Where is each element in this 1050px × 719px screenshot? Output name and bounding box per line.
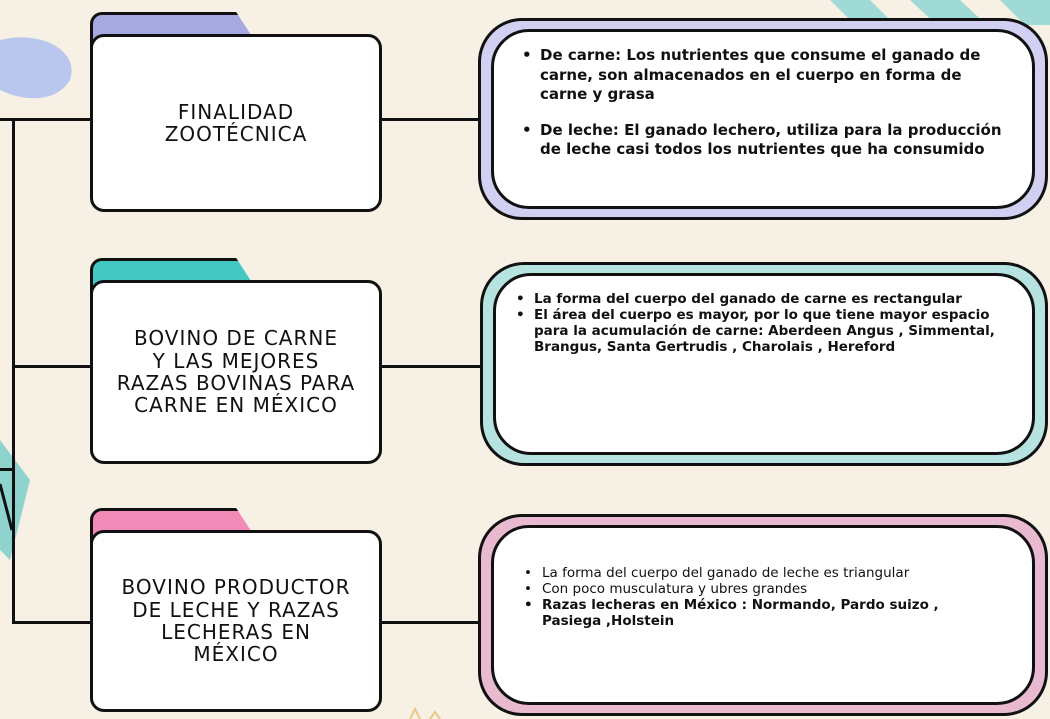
- bullet-item: La forma del cuerpo del ganado de carne …: [512, 291, 1012, 308]
- connector-trunk-to-folder-2: [12, 365, 92, 368]
- bullet-item: El área del cuerpo es mayor, por lo que …: [512, 307, 1012, 356]
- bullet-list: De carne: Los nutrientes que consume el …: [518, 46, 1008, 176]
- decorative-blue-leaf-top-left: [0, 37, 72, 99]
- bullet-item: La forma del cuerpo del ganado de leche …: [520, 565, 1002, 582]
- folder-label-line: MÉXiCO: [193, 642, 279, 667]
- folder-finalidad-zootecnica: FiNALiDAD ZOOTÉCNiCA: [90, 12, 382, 212]
- folder-label-line: DE LECHE Y RAZAS: [132, 597, 340, 622]
- folder-bovino-productor-de-leche: BOViNO PRODUCTOR DE LECHE Y RAZAS LECHER…: [90, 508, 382, 712]
- decorative-cut-off-letter: [0, 483, 14, 531]
- folder-label-line: RAZAS BOViNAS PARA: [116, 371, 356, 395]
- connector-root-stub: [0, 468, 14, 471]
- decorative-sparkle-bottom: [409, 706, 441, 719]
- bullet-list: La forma del cuerpo del ganado de carne …: [512, 291, 1012, 356]
- info-box-inner: La forma del cuerpo del ganado de carne …: [493, 273, 1035, 455]
- folder-label-line: BOViNO DE CARNE: [134, 326, 338, 351]
- folder-body: BOViNO DE CARNE Y LAS MEJORES RAZAS BOVi…: [90, 280, 382, 464]
- info-box-bovino-carne: La forma del cuerpo del ganado de carne …: [480, 262, 1048, 466]
- folder-label-line: BOViNO PRODUCTOR: [121, 575, 351, 600]
- connector-folder-3-to-box-3: [382, 621, 480, 624]
- connector-trunk-to-folder-3: [12, 621, 92, 624]
- bullet-list: La forma del cuerpo del ganado de leche …: [520, 565, 1002, 630]
- connector-folder-1-to-box-1: [382, 118, 480, 121]
- connector-folder-2-to-box-2: [382, 365, 480, 368]
- info-box-inner: La forma del cuerpo del ganado de leche …: [491, 525, 1035, 705]
- bullet-item: Razas lecheras en México : Normando, Par…: [520, 597, 1002, 630]
- folder-label-line: FiNALiDAD: [177, 99, 295, 124]
- info-box-finalidad: De carne: Los nutrientes que consume el …: [478, 18, 1048, 220]
- info-box-inner: De carne: Los nutrientes que consume el …: [491, 29, 1035, 209]
- folder-label: BOViNO DE CARNE Y LAS MEJORES RAZAS BOVi…: [117, 327, 355, 417]
- folder-body: FiNALiDAD ZOOTÉCNiCA: [90, 34, 382, 212]
- bullet-item: De leche: El ganado lechero, utiliza par…: [518, 121, 1008, 160]
- info-box-bovino-leche: La forma del cuerpo del ganado de leche …: [478, 514, 1048, 716]
- folder-bovino-de-carne: BOViNO DE CARNE Y LAS MEJORES RAZAS BOVi…: [90, 258, 382, 464]
- folder-label-line: ZOOTÉCNiCA: [164, 122, 308, 146]
- folder-body: BOViNO PRODUCTOR DE LECHE Y RAZAS LECHER…: [90, 530, 382, 712]
- folder-label-line: Y LAS MEJORES: [152, 348, 320, 373]
- folder-label-line: LECHERAS EN: [161, 620, 311, 644]
- bullet-item: Con poco musculatura y ubres grandes: [520, 581, 1002, 598]
- folder-label-line: CARNE EN MÉXiCO: [134, 393, 338, 418]
- bullet-item: De carne: Los nutrientes que consume el …: [518, 46, 1008, 105]
- connector-trunk-to-folder-1: [0, 118, 92, 121]
- folder-label: FiNALiDAD ZOOTÉCNiCA: [164, 99, 308, 146]
- folder-label: BOViNO PRODUCTOR DE LECHE Y RAZAS LECHER…: [122, 576, 351, 666]
- connector-vertical-trunk: [12, 118, 15, 624]
